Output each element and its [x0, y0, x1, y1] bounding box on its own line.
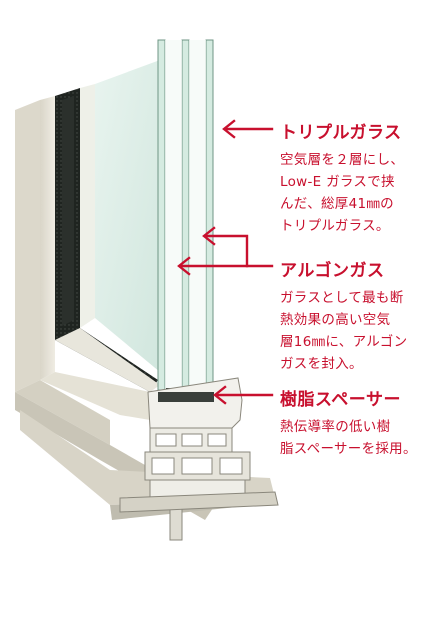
- description-line: トリプルガラス。: [280, 218, 390, 234]
- description-line: ガスを封入。: [280, 356, 363, 372]
- description-line: 熱伝導率の低い樹: [280, 419, 391, 435]
- inner-sash: [40, 84, 160, 420]
- callout-argon-gas: アルゴンガス ガラスとして最も断 熱効果の高い空気 層16㎜に、アルゴン ガスを…: [280, 256, 407, 375]
- callout-description: 空気層を２層にし、 Low-E ガラスで挟 んだ、総厚41㎜の トリプルガラス。: [280, 149, 404, 237]
- description-line: んだ、総厚41㎜の: [280, 196, 394, 212]
- description-line: 脂スペーサーを採用。: [280, 441, 417, 457]
- callout-triple-glass: トリプルガラス 空気層を２層にし、 Low-E ガラスで挟 んだ、総厚41㎜の …: [280, 118, 404, 237]
- callout-arrows: [177, 119, 274, 405]
- sash-profile-section: [119, 377, 279, 541]
- description-line: 熱効果の高い空気: [280, 312, 391, 328]
- description-line: ガラスとして最も断: [280, 290, 404, 306]
- callout-resin-spacer: 樹脂スペーサー 熱伝導率の低い樹 脂スペーサーを採用。: [280, 385, 417, 460]
- description-line: Low-E ガラスで挟: [280, 174, 395, 190]
- callout-title: 樹脂スペーサー: [280, 390, 401, 410]
- callout-title: アルゴンガス: [280, 261, 385, 281]
- callout-description: ガラスとして最も断 熱効果の高い空気 層16㎜に、アルゴン ガスを封入。: [280, 287, 407, 375]
- callout-description: 熱伝導率の低い樹 脂スペーサーを採用。: [280, 416, 417, 460]
- callout-title: トリプルガラス: [280, 123, 402, 143]
- description-line: 空気層を２層にし、: [280, 152, 405, 168]
- triple-glass-panes: [95, 39, 214, 391]
- description-line: 層16㎜に、アルゴン: [280, 334, 408, 350]
